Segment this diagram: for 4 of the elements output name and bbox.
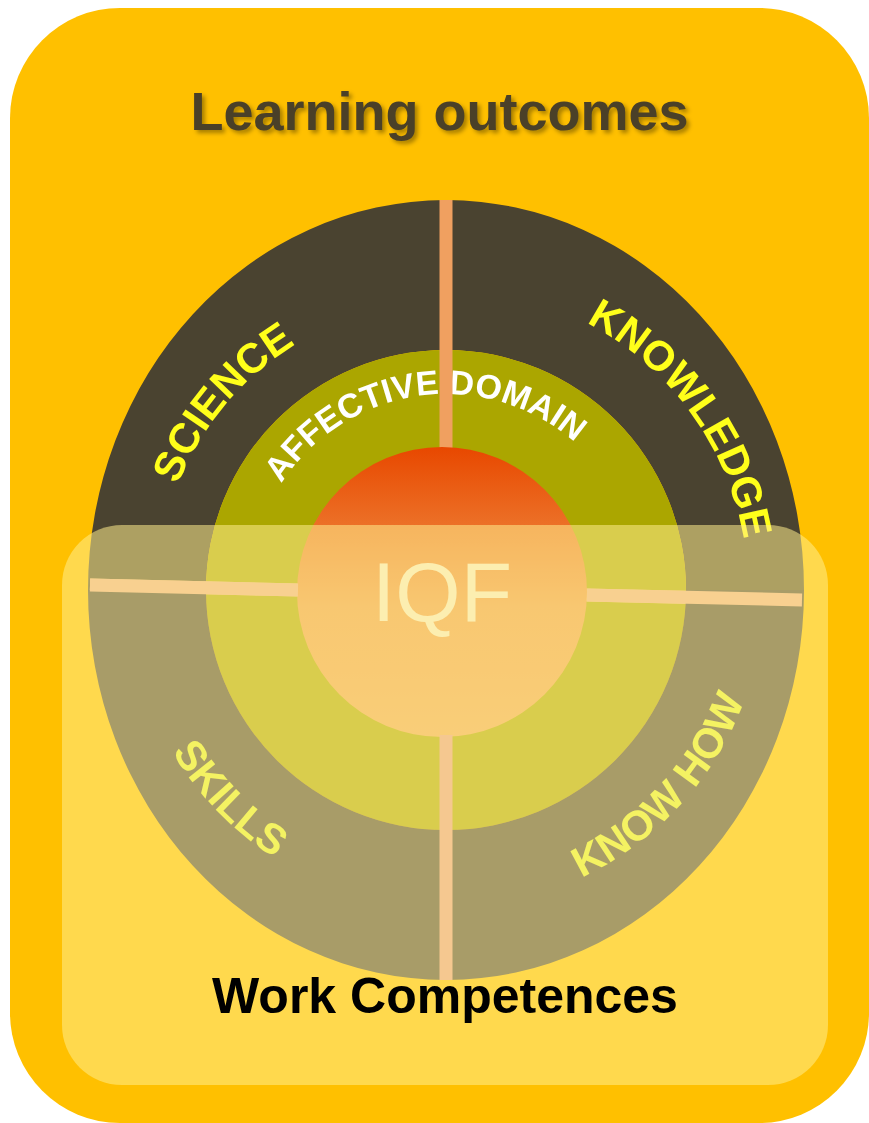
outer-panel xyxy=(10,8,869,1123)
panel-title: Learning outcomes xyxy=(190,80,689,142)
panel-title: Work Competences xyxy=(212,967,678,1025)
center-label: IQF xyxy=(372,543,512,641)
